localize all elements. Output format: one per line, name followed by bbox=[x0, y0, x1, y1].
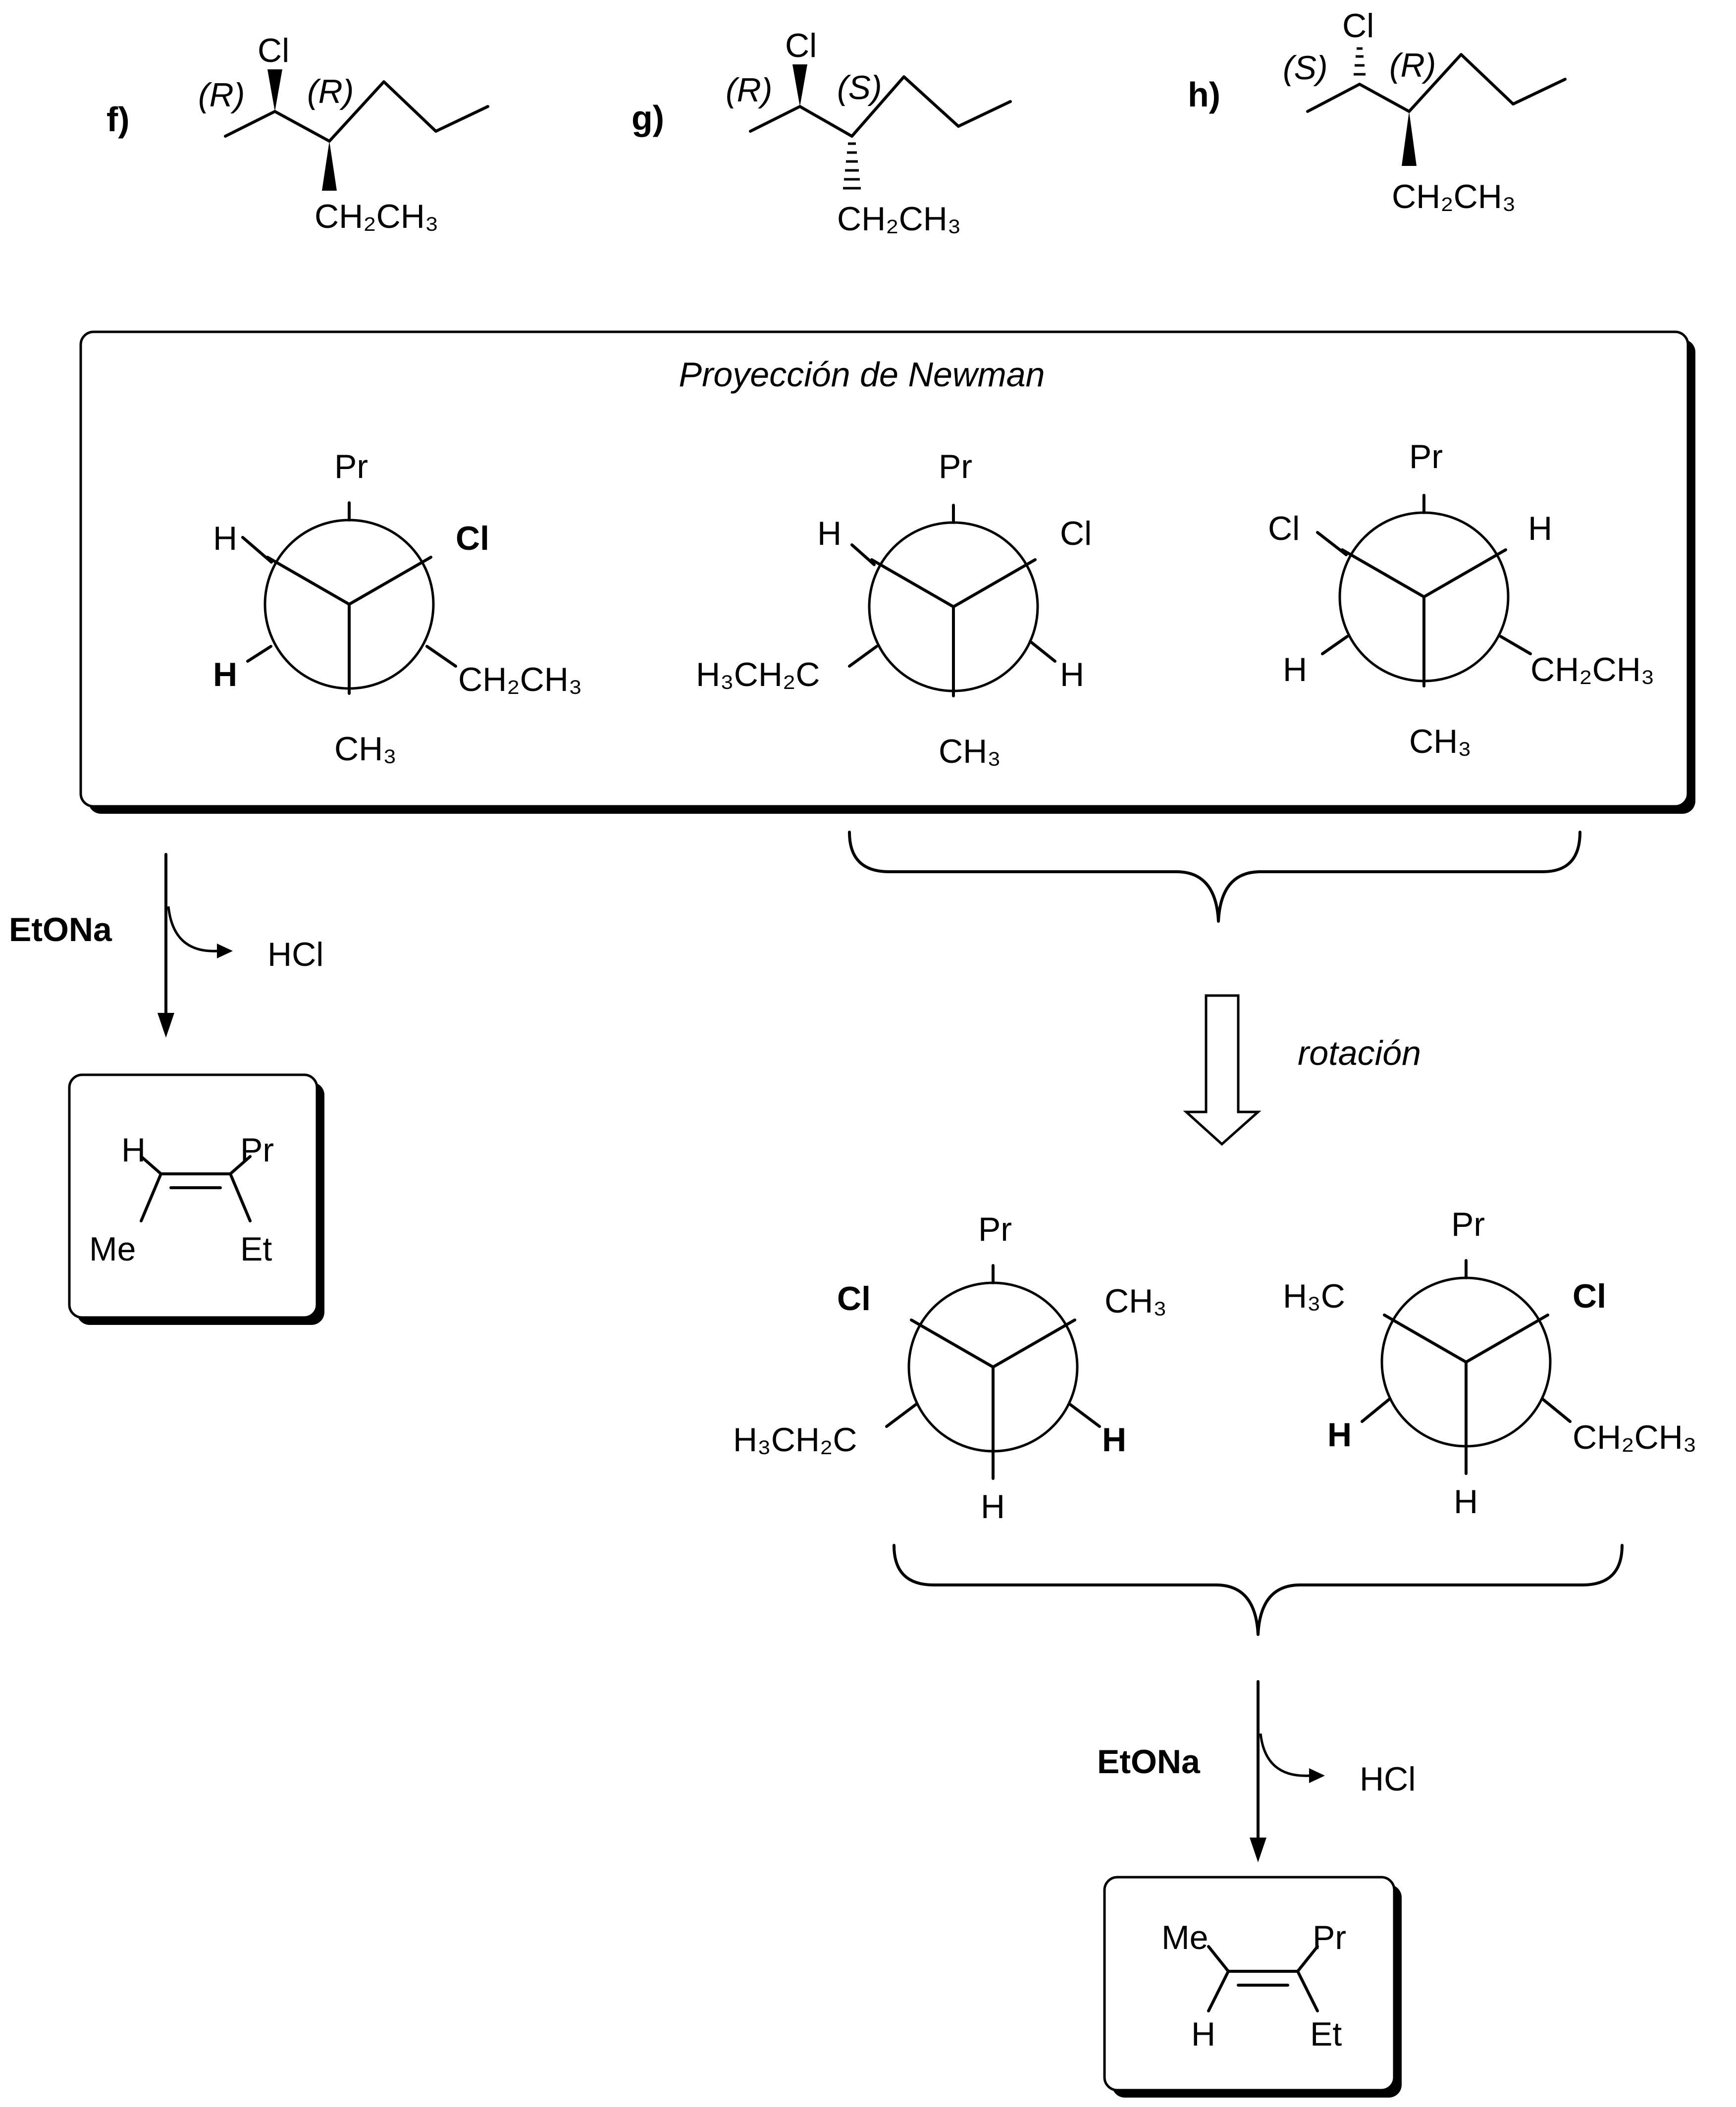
compound-h-config2: (R) bbox=[1389, 47, 1436, 84]
rotated-1-top: Pr bbox=[978, 1211, 1012, 1248]
compound-f-ethyl-wedge bbox=[322, 141, 337, 191]
newman-1-ll: H bbox=[213, 656, 237, 693]
newman-1-top: Pr bbox=[334, 448, 368, 485]
compound-g-config2: (S) bbox=[837, 69, 882, 106]
compound-g-cl-wedge bbox=[792, 64, 807, 106]
left-reaction: EtONa HCl bbox=[9, 853, 323, 1038]
right-product-ul: Me bbox=[1161, 1919, 1208, 1956]
right-byproduct-curve bbox=[1259, 1733, 1311, 1777]
compound-g-cl: Cl bbox=[785, 27, 817, 64]
rotated-2-ll: H bbox=[1327, 1416, 1352, 1454]
rotated-2-top: Pr bbox=[1451, 1206, 1485, 1243]
rotated-1-ul: Cl bbox=[837, 1280, 871, 1317]
rotation-label: rotación bbox=[1298, 1034, 1421, 1072]
compound-f-cl: Cl bbox=[258, 32, 289, 69]
left-byproduct: HCl bbox=[267, 936, 323, 973]
compound-h-cl-hash bbox=[1354, 47, 1366, 76]
rotated-2-lr: CH₂CH₃ bbox=[1573, 1419, 1697, 1456]
compound-g-label: g) bbox=[631, 99, 664, 137]
newman-3-ur: H bbox=[1528, 510, 1552, 547]
newman-2-bottom: CH₃ bbox=[939, 733, 1001, 770]
compound-f-chain bbox=[224, 80, 489, 143]
left-product-ul: H bbox=[121, 1131, 146, 1169]
newman-1-ur: Cl bbox=[456, 520, 489, 557]
newman-projection-2: Pr H Cl H₃CH₂C H CH₃ bbox=[696, 448, 1092, 770]
right-byproduct: HCl bbox=[1360, 1760, 1416, 1798]
newman-3-ll: H bbox=[1283, 651, 1307, 688]
compound-g-ethyl-hash bbox=[843, 142, 861, 190]
compound-f-config2: (R) bbox=[307, 73, 354, 110]
compound-f-cl-wedge bbox=[267, 69, 282, 111]
compound-g-config1: (R) bbox=[726, 71, 772, 109]
left-product-ur: Pr bbox=[240, 1131, 274, 1169]
newman-2-ur: Cl bbox=[1060, 515, 1092, 552]
rotated-2-ur: Cl bbox=[1573, 1277, 1606, 1315]
left-product-ll: Me bbox=[89, 1230, 136, 1268]
compound-f: f) Cl (R) (R) CH₂CH₃ bbox=[106, 32, 489, 235]
rotated-1-bottom: H bbox=[981, 1488, 1005, 1526]
compound-h-config1: (S) bbox=[1283, 49, 1328, 87]
newman-3-lr: CH₂CH₃ bbox=[1530, 651, 1655, 688]
compound-h: h) Cl (S) (R) CH₂CH₃ bbox=[1188, 7, 1567, 215]
newman-1-ul: H bbox=[213, 520, 237, 557]
right-product-ur: Pr bbox=[1313, 1919, 1346, 1956]
rotated-projection-1: Pr Cl CH₃ H₃CH₂C H H bbox=[733, 1211, 1167, 1526]
right-product-lr: Et bbox=[1310, 2015, 1342, 2053]
right-product-box: Me Pr H Et bbox=[1103, 1876, 1402, 2098]
rotated-1-lr: H bbox=[1102, 1421, 1126, 1459]
newman-1-bottom: CH₃ bbox=[334, 730, 397, 768]
rotated-2-bottom: H bbox=[1454, 1483, 1478, 1521]
right-reaction: EtONa HCl bbox=[1097, 1680, 1416, 1862]
rotation-arrow bbox=[1183, 994, 1262, 1146]
compound-h-label: h) bbox=[1188, 75, 1220, 114]
compound-h-ethyl: CH₂CH₃ bbox=[1392, 178, 1516, 215]
newman-3-top: Pr bbox=[1409, 438, 1443, 475]
left-byproduct-curve bbox=[167, 906, 218, 952]
left-product-lr: Et bbox=[240, 1230, 272, 1268]
newman-2-ul: H bbox=[817, 515, 842, 552]
newman-2-top: Pr bbox=[939, 448, 972, 485]
right-product-ll: H bbox=[1191, 2015, 1215, 2053]
compound-f-label: f) bbox=[106, 100, 130, 139]
rotated-2-ul: H₃C bbox=[1283, 1277, 1345, 1315]
compound-g: g) Cl (R) (S) CH₂CH₃ bbox=[631, 27, 1012, 238]
compound-g-ethyl: CH₂CH₃ bbox=[837, 200, 961, 238]
compound-f-config1: (R) bbox=[198, 76, 245, 114]
brace-top bbox=[848, 831, 1581, 923]
brace-bottom bbox=[893, 1544, 1624, 1636]
rotated-1-ll: H₃CH₂C bbox=[733, 1421, 857, 1459]
newman-box-title: Proyección de Newman bbox=[679, 355, 1045, 394]
compound-h-ethyl-wedge bbox=[1402, 111, 1417, 166]
newman-projection-1: Pr H Cl H CH₂CH₃ CH₃ bbox=[213, 448, 582, 768]
newman-1-lr: CH₂CH₃ bbox=[458, 661, 582, 698]
compound-h-cl: Cl bbox=[1342, 7, 1374, 45]
compound-h-chain bbox=[1306, 53, 1567, 113]
left-reagent: EtONa bbox=[9, 911, 112, 948]
newman-2-ll: H₃CH₂C bbox=[696, 656, 820, 693]
compound-g-chain bbox=[749, 75, 1012, 138]
rotated-1-ur: CH₃ bbox=[1105, 1282, 1167, 1320]
left-product-box: H Pr Me Et bbox=[68, 1073, 324, 1325]
newman-3-bottom: CH₃ bbox=[1409, 723, 1472, 760]
compound-f-ethyl: CH₂CH₃ bbox=[315, 198, 439, 235]
newman-3-ul: Cl bbox=[1268, 510, 1300, 547]
newman-2-lr: H bbox=[1060, 656, 1084, 693]
right-reagent: EtONa bbox=[1097, 1743, 1201, 1781]
rotated-projection-2: Pr H₃C Cl H CH₂CH₃ H bbox=[1283, 1206, 1697, 1521]
newman-projection-3: Pr Cl H H CH₂CH₃ CH₃ bbox=[1268, 438, 1655, 760]
